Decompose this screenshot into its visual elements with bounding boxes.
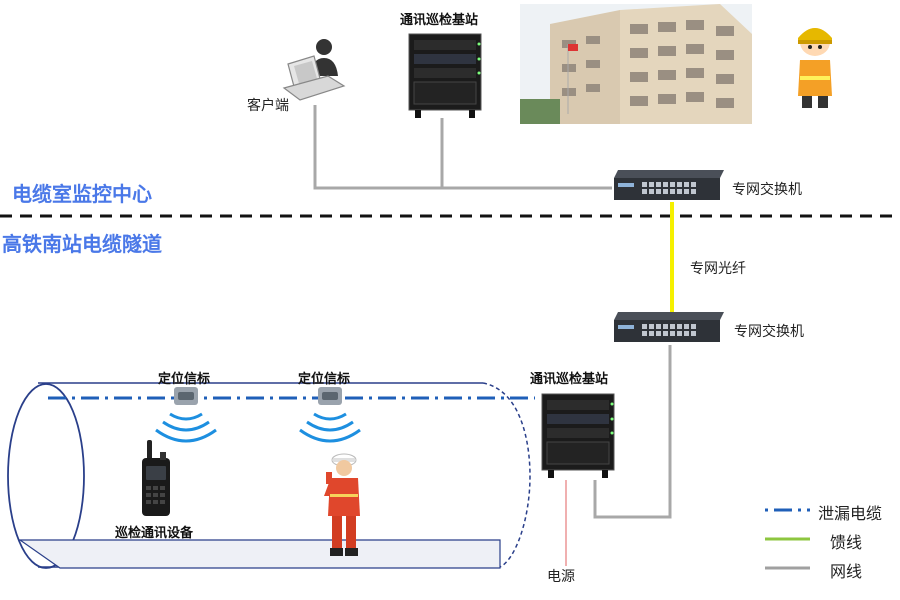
- section-tunnel: 高铁南站电缆隧道: [2, 232, 162, 256]
- tunnel: [7, 382, 535, 569]
- base-station-bottom-label: 通讯巡检基站: [530, 372, 609, 387]
- patrol-device-label: 巡检通讯设备: [115, 526, 194, 541]
- network-line-bottom: [593, 345, 672, 519]
- network-line-top: [313, 105, 612, 190]
- base-station-bottom-rack-icon[interactable]: [538, 392, 618, 482]
- client-workstation-icon[interactable]: [278, 36, 348, 106]
- switch-top-label: 专网交换机: [732, 182, 802, 198]
- legend-item-leaky-cable: 泄漏电缆: [818, 504, 883, 523]
- base-station-top-label: 通讯巡检基站: [400, 13, 479, 28]
- legend-item-network-cable: 网线: [830, 562, 863, 581]
- base-station-top-rack-icon[interactable]: [405, 32, 485, 122]
- switch-bottom-label: 专网交换机: [734, 324, 804, 340]
- beacon-right: [299, 387, 361, 443]
- legend-item-feeder: 馈线: [830, 533, 863, 552]
- tunnel-back-ellipse: [482, 382, 531, 568]
- client-label: 客户端: [247, 98, 289, 114]
- tunnel-front-ellipse: [7, 383, 85, 569]
- tunnel-floor: [18, 539, 501, 569]
- section-control-center: 电缆室监控中心: [12, 182, 152, 206]
- beacon-right-label: 定位信标: [298, 372, 351, 387]
- walkie-talkie-icon[interactable]: [138, 440, 174, 520]
- patrol-worker-icon: [324, 453, 360, 556]
- power-label: 电源: [547, 569, 575, 585]
- switch-bottom-icon[interactable]: [612, 312, 727, 346]
- beacon-left: [155, 387, 217, 443]
- legend-swatches: [765, 508, 810, 570]
- building-image: [520, 4, 752, 124]
- beacon-left-label: 定位信标: [158, 372, 211, 387]
- staff-avatar-icon: [798, 28, 832, 108]
- fiber-label: 专网光纤: [690, 261, 746, 277]
- switch-top-icon[interactable]: [612, 170, 727, 204]
